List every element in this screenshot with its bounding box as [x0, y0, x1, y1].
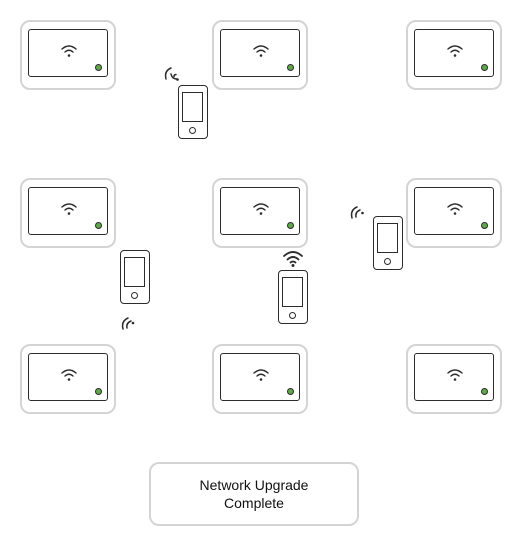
router-1 — [20, 20, 116, 90]
phone-screen — [124, 257, 145, 287]
router-body — [28, 353, 108, 401]
phone-home-button — [131, 292, 138, 299]
signal-waves-icon — [350, 206, 364, 219]
smartphone-icon — [373, 216, 403, 270]
router-4 — [20, 178, 116, 248]
wifi-icon — [447, 369, 463, 381]
wifi-icon — [253, 369, 269, 381]
wifi-icon — [447, 203, 463, 215]
phone-home-button — [384, 258, 391, 265]
router-body — [414, 29, 494, 77]
phone-screen — [282, 277, 303, 307]
router-2 — [212, 20, 308, 90]
status-led — [95, 64, 102, 71]
router-7 — [20, 344, 116, 414]
wifi-icon — [61, 45, 77, 57]
router-body — [220, 187, 300, 235]
status-led — [287, 64, 294, 71]
status-line-2: Complete — [224, 495, 284, 511]
router-body — [28, 29, 108, 77]
router-body — [220, 353, 300, 401]
signal-waves-icon — [121, 317, 135, 330]
router-body — [28, 187, 108, 235]
status-message-box: Network Upgrade Complete — [149, 462, 359, 526]
router-5 — [212, 178, 308, 248]
signal-waves-icon — [164, 67, 179, 81]
status-led — [481, 222, 488, 229]
smartphone-icon — [120, 250, 150, 304]
wifi-icon — [283, 251, 303, 267]
status-led — [287, 222, 294, 229]
phone-home-button — [289, 312, 296, 319]
status-led — [481, 64, 488, 71]
smartphone-icon — [178, 85, 208, 139]
status-led — [95, 222, 102, 229]
phone-screen — [182, 92, 203, 122]
router-body — [220, 29, 300, 77]
router-3 — [406, 20, 502, 90]
phone-home-button — [189, 127, 196, 134]
router-8 — [212, 344, 308, 414]
wifi-icon — [253, 45, 269, 57]
status-line-1: Network Upgrade — [199, 477, 309, 493]
wifi-icon — [447, 45, 463, 57]
status-led — [287, 388, 294, 395]
wifi-icon — [61, 203, 77, 215]
router-6 — [406, 178, 502, 248]
wifi-icon — [253, 203, 269, 215]
router-body — [414, 187, 494, 235]
smartphone-icon — [278, 270, 308, 324]
status-led — [95, 388, 102, 395]
wifi-icon — [61, 369, 77, 381]
status-led — [481, 388, 488, 395]
phone-screen — [377, 223, 398, 253]
router-9 — [406, 344, 502, 414]
router-body — [414, 353, 494, 401]
